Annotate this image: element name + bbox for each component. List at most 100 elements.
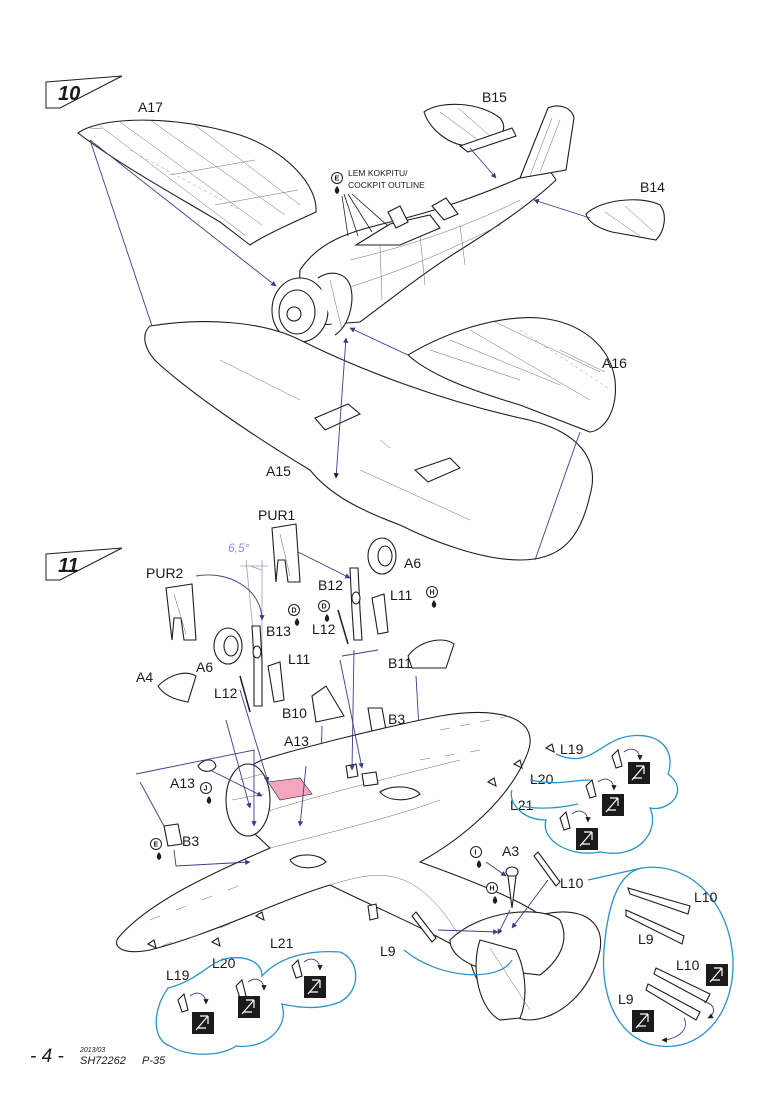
footer-page-number: - 4 - <box>30 1046 64 1067</box>
label-a15: A15 <box>266 463 291 479</box>
step-11-marker: 11 <box>45 547 123 581</box>
label-a13-left: A13 <box>170 775 195 791</box>
glue-i-badge: I <box>475 850 477 857</box>
cockpit-outline-note: E LEM KOKPITU/ COCKPIT OUTLINE <box>331 168 425 237</box>
wing-upper-left-a17 <box>77 119 317 246</box>
label-a13-center: A13 <box>284 733 309 749</box>
aircraft-underside <box>116 712 602 1021</box>
flip-icon <box>238 996 260 1018</box>
highlight-area <box>267 777 313 801</box>
glue-h-badge: H <box>490 886 495 893</box>
glue-d-badge: D <box>322 604 327 611</box>
flip-icon <box>628 762 650 784</box>
footer-kit-code: SH72262 <box>80 1055 126 1067</box>
fuselage <box>271 105 575 343</box>
gear-angle-indicator: 6,5° <box>228 541 268 661</box>
part-b10 <box>311 685 345 723</box>
glue-j-badge: J <box>204 786 208 793</box>
label-b3-right: B3 <box>388 711 405 727</box>
wheel-a6-right <box>367 537 397 575</box>
label-a3: A3 <box>502 843 519 859</box>
detail-bubble-left-flaps <box>155 950 357 1055</box>
part-b11 <box>407 639 455 669</box>
footer-date: 2013/03 <box>79 1047 105 1054</box>
label-l20-right: L20 <box>530 771 554 787</box>
label-pur1: PUR1 <box>258 507 296 523</box>
glue-d-right: D <box>318 600 330 622</box>
glue-j-left: J <box>200 782 212 804</box>
decal-l9-main <box>411 911 437 943</box>
flip-icon <box>632 1010 654 1032</box>
label-l21-right: L21 <box>510 797 534 813</box>
glue-e-b3: E <box>150 838 162 860</box>
strut-b13 <box>251 625 263 707</box>
label-a16: A16 <box>602 355 627 371</box>
gear-door-pur2 <box>165 583 197 641</box>
step-10-number: 10 <box>58 83 80 105</box>
flip-icon <box>304 976 326 998</box>
label-l9-main: L9 <box>380 943 396 959</box>
step-11: 11 6,5° PUR1 PUR2 A6 H <box>45 507 734 1055</box>
glue-d-badge: D <box>292 608 297 615</box>
label-b11: B11 <box>388 655 412 671</box>
decal-l21-right <box>486 777 497 788</box>
part-l12-right-stroke <box>337 609 349 645</box>
step-11-number: 11 <box>58 555 79 577</box>
label-a6-left: A6 <box>196 659 213 675</box>
detail-bubble-right-flaps <box>510 734 679 854</box>
decal-l19-right <box>544 743 555 754</box>
glue-h-badge: H <box>430 590 435 597</box>
wheel-a6-left <box>213 627 243 665</box>
decal-l19-left <box>146 939 157 950</box>
gear-door-pur1 <box>271 523 301 583</box>
label-l12-left: L12 <box>214 685 238 701</box>
exhaust-a4 <box>157 672 197 703</box>
glue-drop-icon <box>334 186 340 194</box>
label-a4: A4 <box>136 669 153 685</box>
label-l9-detail2: L9 <box>618 991 634 1007</box>
label-l10-main: L10 <box>560 875 584 891</box>
label-l21-left: L21 <box>270 935 294 951</box>
decal-l11-left <box>267 661 285 703</box>
part-a13-left <box>197 759 217 772</box>
page-footer: - 4 - 2013/03 SH72262 P-35 <box>30 1046 166 1067</box>
label-l19-right: L19 <box>560 741 584 757</box>
part-b3-left <box>163 823 183 847</box>
detail-bubble-antenna-l9-l10: L10 L9 L10 L9 <box>587 866 734 1048</box>
decal-l10-main <box>533 851 561 887</box>
label-b14: B14 <box>640 179 665 195</box>
label-l19-left: L19 <box>166 967 190 983</box>
glue-e-badge: E <box>154 842 159 849</box>
glue-i-a3: I <box>470 846 482 868</box>
label-b15: B15 <box>482 89 507 105</box>
flip-icon <box>576 828 598 850</box>
label-l20-left: L20 <box>212 955 236 971</box>
wing-upper-right-a16 <box>407 317 616 433</box>
decal-l21-left <box>254 911 265 922</box>
part-a3 <box>505 866 519 909</box>
strut-b12 <box>349 567 363 641</box>
part-l12-left-stroke <box>239 675 251 713</box>
label-b12: B12 <box>318 577 343 593</box>
step-10-marker: 10 <box>45 75 123 109</box>
cockpit-note-line2: COCKPIT OUTLINE <box>348 180 425 190</box>
cockpit-note-line1: LEM KOKPITU/ <box>348 168 408 178</box>
label-a17: A17 <box>138 99 163 115</box>
stabilizer-b15 <box>423 103 517 153</box>
gear-angle-label: 6,5° <box>228 541 250 555</box>
decal-l20-right <box>512 759 523 770</box>
glue-e-badge: E <box>335 176 340 183</box>
glue-d-left: D <box>288 604 300 626</box>
label-a6-right: A6 <box>404 555 421 571</box>
label-b3-left: B3 <box>182 833 199 849</box>
glue-h-a3: H <box>486 882 498 904</box>
label-l12-right: L12 <box>312 621 336 637</box>
label-pur2: PUR2 <box>146 565 184 581</box>
decal-l20-left <box>210 937 221 948</box>
label-l11-right: L11 <box>390 587 413 603</box>
decal-l11-right <box>371 593 389 635</box>
flip-icon <box>602 794 624 816</box>
flip-icon <box>192 1012 214 1034</box>
footer-model: P-35 <box>142 1055 166 1067</box>
